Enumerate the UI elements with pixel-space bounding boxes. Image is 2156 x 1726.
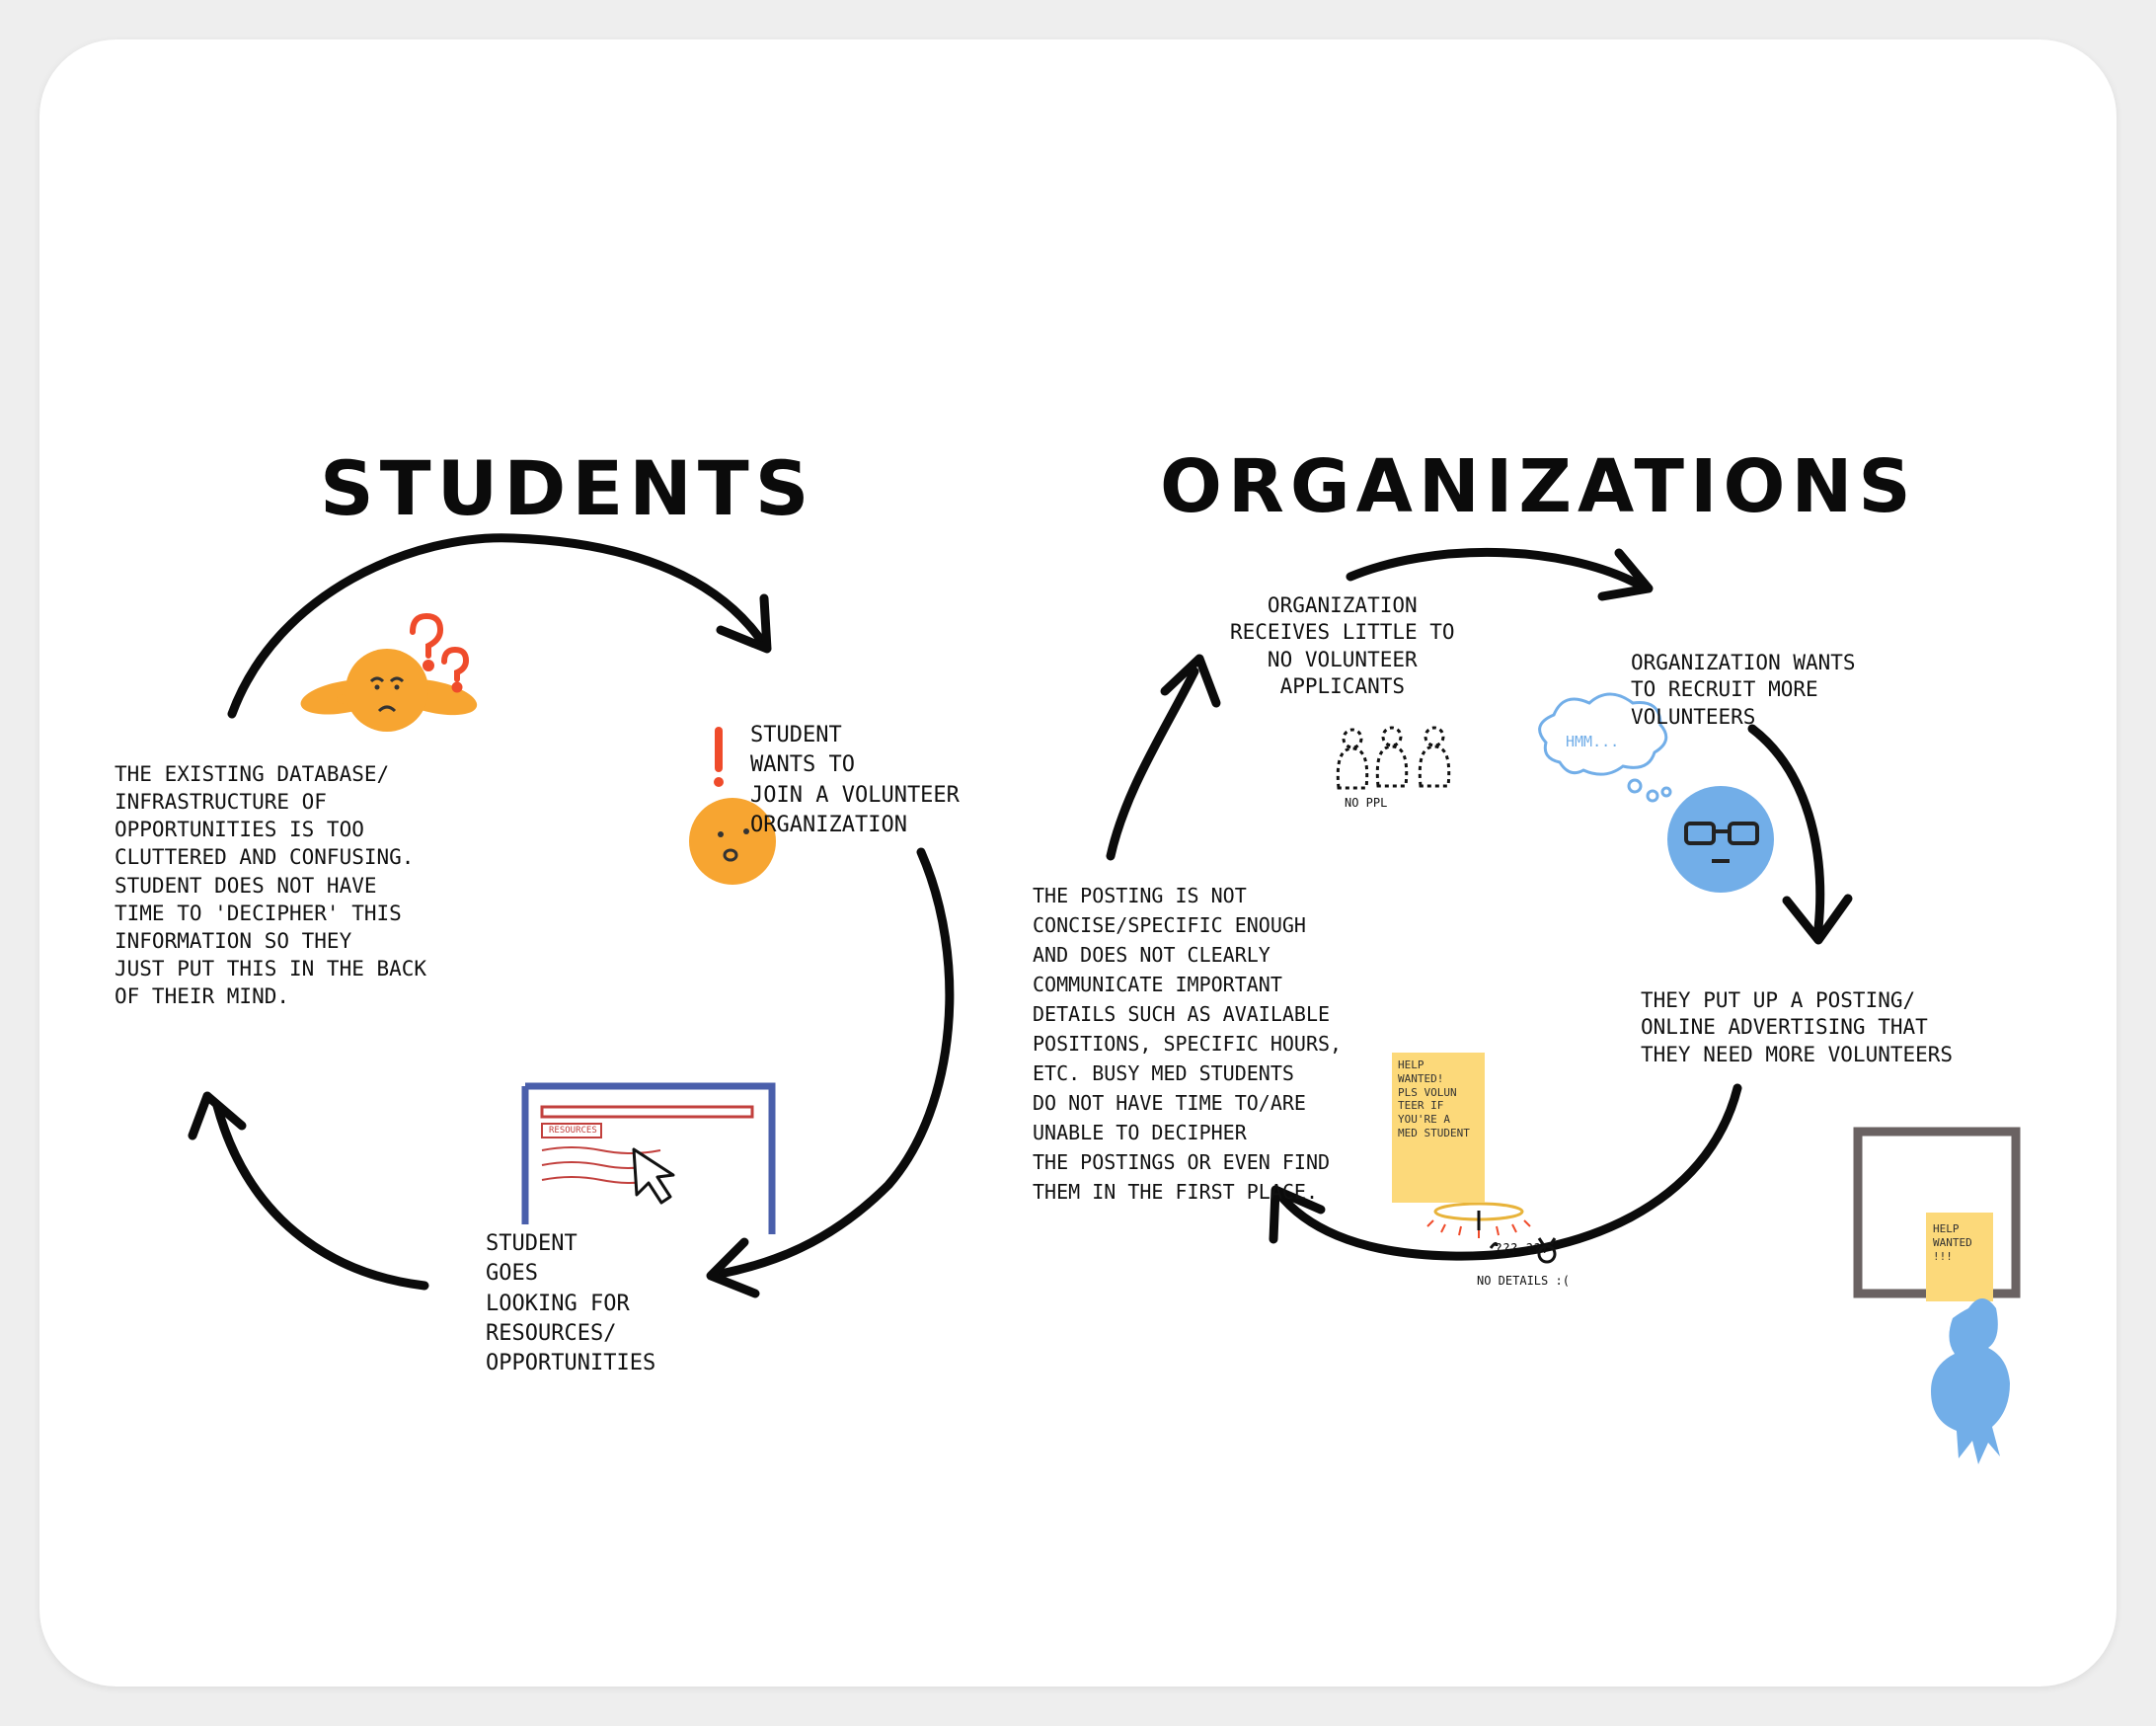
arrowhead-top-students: [716, 593, 772, 654]
arrow-right-students: [716, 847, 955, 1279]
help-wanted-sticky-note: HELP WANTED! PLS VOLUN TEER IF YOU'RE A …: [1392, 1053, 1485, 1203]
students-step-looking-for-resources: STUDENT GOES LOOKING FOR RESOURCES/ OPPO…: [486, 1231, 656, 1376]
orgs-step-put-up-posting: THEY PUT UP A POSTING/ ONLINE ADVERTISIN…: [1641, 988, 1954, 1066]
cursor-icon: [632, 1147, 675, 1205]
hand-icon: [1931, 1298, 2010, 1464]
arrow-bottom-students: [212, 1101, 429, 1291]
orgs-step-wants-to-recruit: ORGANIZATION WANTS TO RECRUIT MORE VOLUN…: [1631, 651, 1856, 729]
organizations-title: ORGANIZATIONS: [1160, 444, 1917, 529]
arrowhead-right-students: [706, 1237, 760, 1298]
arrowhead-bottom-orgs: [1269, 1185, 1326, 1244]
browser-resources-label: RESOURCES: [549, 1126, 597, 1136]
question-marks-icon: [410, 612, 470, 693]
orgs-step-receives-few-applicants: ORGANIZATION RECEIVES LITTLE TO NO VOLUN…: [1230, 593, 1455, 698]
organization-person-icon: [1667, 786, 1774, 893]
arrowhead-left-orgs: [1160, 654, 1221, 708]
posting-board-icon: [1853, 1127, 2021, 1301]
thought-bubble-text: HMM...: [1566, 733, 1620, 750]
students-title: STUDENTS: [320, 444, 815, 532]
help-wanted-board-note: HELP WANTED !!!: [1933, 1222, 1972, 1263]
confused-marks: ??? ???: [1495, 1242, 1549, 1257]
students-step-wants-to-join: STUDENT WANTS TO JOIN A VOLUNTEER ORGANI…: [750, 723, 960, 838]
arrow-right-orgs: [1747, 724, 1825, 933]
resources-browser-icon: [521, 1082, 776, 1234]
no-details-label: NO DETAILS :(: [1477, 1274, 1570, 1288]
diagram-drawing: [188, 533, 2021, 1464]
no-people-label: NO PPL: [1345, 796, 1388, 810]
arrowhead-right-orgs: [1782, 894, 1853, 945]
arrowhead-bottom-students: [188, 1091, 247, 1140]
orgs-step-posting-unclear: THE POSTING IS NOT CONCISE/SPECIFIC ENOU…: [1033, 884, 1343, 1204]
eager-student-icon: [689, 727, 776, 885]
arrowhead-top-orgs: [1597, 548, 1654, 601]
thought-bubble-icon: [1538, 692, 1672, 803]
arrow-left-orgs: [1106, 667, 1199, 861]
confused-reader-icon: [1477, 1211, 1557, 1264]
arrow-top-students: [227, 533, 767, 719]
arrow-top-orgs: [1346, 548, 1644, 589]
diagram-card: STUDENTS ORGANIZATIONS STUDENT WANTS TO …: [39, 39, 2117, 1687]
empty-people-icon: [1336, 726, 1451, 790]
students-step-database-confusing: THE EXISTING DATABASE/ INFRASTRUCTURE OF…: [115, 762, 427, 1008]
arrow-bottom-orgs: [1273, 1083, 1742, 1261]
